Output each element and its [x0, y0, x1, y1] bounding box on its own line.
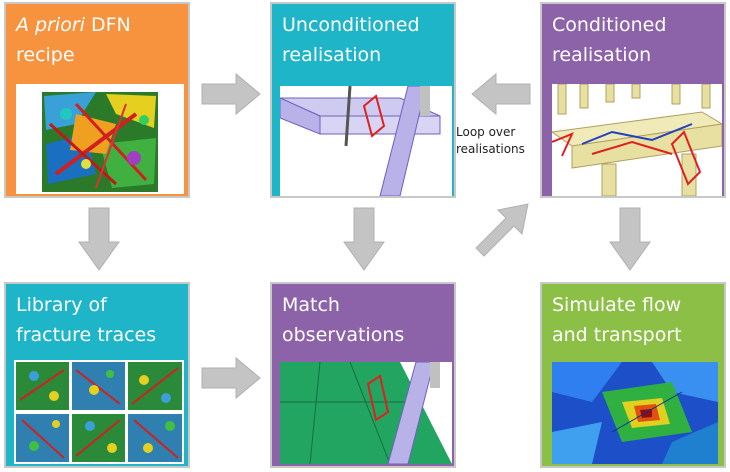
apriori-italic: A priori	[16, 14, 85, 36]
apriori-recipe-word: recipe	[16, 44, 75, 66]
apriori-title: A priori DFN recipe	[16, 10, 131, 70]
match-line1: Match	[282, 294, 340, 316]
trace-tile	[16, 362, 69, 410]
trace-tile	[72, 414, 125, 462]
arrow-down-left-icon	[78, 207, 120, 271]
library-title: Library of fracture traces	[16, 290, 156, 350]
trace-tile	[128, 362, 182, 410]
unconditioned-image	[280, 86, 452, 196]
library-line1: Library of	[16, 294, 107, 316]
arrow-right-top-icon	[201, 72, 261, 116]
conditioned-image	[552, 84, 722, 196]
simulate-line2: and transport	[552, 324, 682, 346]
fracture-traces-grid	[14, 360, 184, 464]
match-image	[280, 362, 452, 464]
unconditioned-line1: Unconditioned	[282, 14, 420, 36]
apriori-dfn-box: A priori DFN recipe	[4, 2, 190, 198]
unconditioned-title: Unconditioned realisation	[282, 10, 420, 70]
match-line2: observations	[282, 324, 405, 346]
simulate-title: Simulate flow and transport	[552, 290, 682, 350]
simulate-flow-box: Simulate flow and transport	[540, 282, 726, 468]
arrow-right-bottom-icon	[201, 356, 261, 400]
arrow-down-middle-icon	[343, 207, 385, 271]
arrow-left-top-icon	[471, 72, 531, 116]
library-line2: fracture traces	[16, 324, 157, 346]
dfn-recipe-image	[16, 84, 184, 194]
loop-line1: Loop over	[456, 125, 516, 139]
conditioned-realisation-box: Conditioned realisation	[540, 2, 726, 198]
conditioned-line1: Conditioned	[552, 14, 667, 36]
conditioned-line2: realisation	[552, 44, 652, 66]
simulate-line1: Simulate flow	[552, 294, 682, 316]
flow-simulation-image	[552, 362, 718, 464]
fracture-library-box: Library of fracture traces	[4, 282, 190, 468]
unconditioned-realisation-box: Unconditioned realisation	[270, 2, 456, 198]
unconditioned-line2: realisation	[282, 44, 382, 66]
match-title: Match observations	[282, 290, 404, 350]
loop-line2: realisations	[456, 142, 525, 156]
match-observations-box: Match observations	[270, 282, 456, 468]
trace-tile	[72, 362, 125, 410]
apriori-dfn-word: DFN	[84, 14, 131, 36]
trace-tile	[16, 414, 69, 462]
arrow-down-right-icon	[609, 207, 651, 271]
trace-tile	[128, 414, 182, 462]
conditioned-title: Conditioned realisation	[552, 10, 666, 70]
arrow-diagonal-up-icon	[475, 203, 529, 257]
loop-label: Loop over realisations	[456, 124, 546, 158]
